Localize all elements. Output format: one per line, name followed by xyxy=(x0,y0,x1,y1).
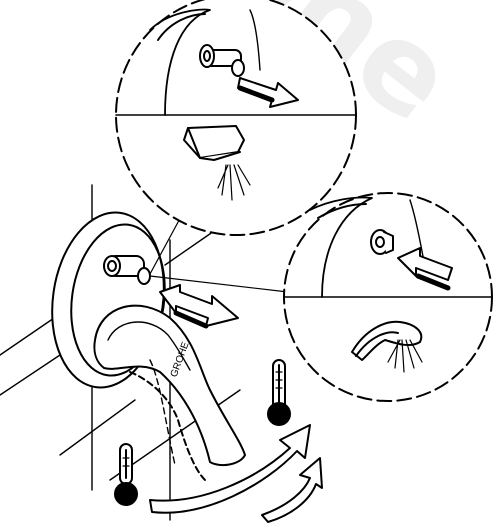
mixer-lever[interactable]: GROHE xyxy=(93,304,246,481)
thermometer-cold-icon xyxy=(114,443,138,506)
callout-hand-shower xyxy=(149,192,493,402)
callout-bath-spout xyxy=(115,0,357,275)
bath-spout-icon xyxy=(183,125,251,201)
diverter-knob[interactable] xyxy=(103,255,151,285)
knob-icon xyxy=(370,229,394,255)
hand-shower-icon xyxy=(351,320,423,373)
rotation-arrow-icon xyxy=(149,424,323,523)
thermometer-hot-icon xyxy=(267,359,291,426)
push-pull-arrow-icon xyxy=(159,284,239,329)
knob-icon xyxy=(199,44,245,77)
arrow-left-icon xyxy=(397,247,453,291)
arrow-right-icon xyxy=(237,77,299,108)
